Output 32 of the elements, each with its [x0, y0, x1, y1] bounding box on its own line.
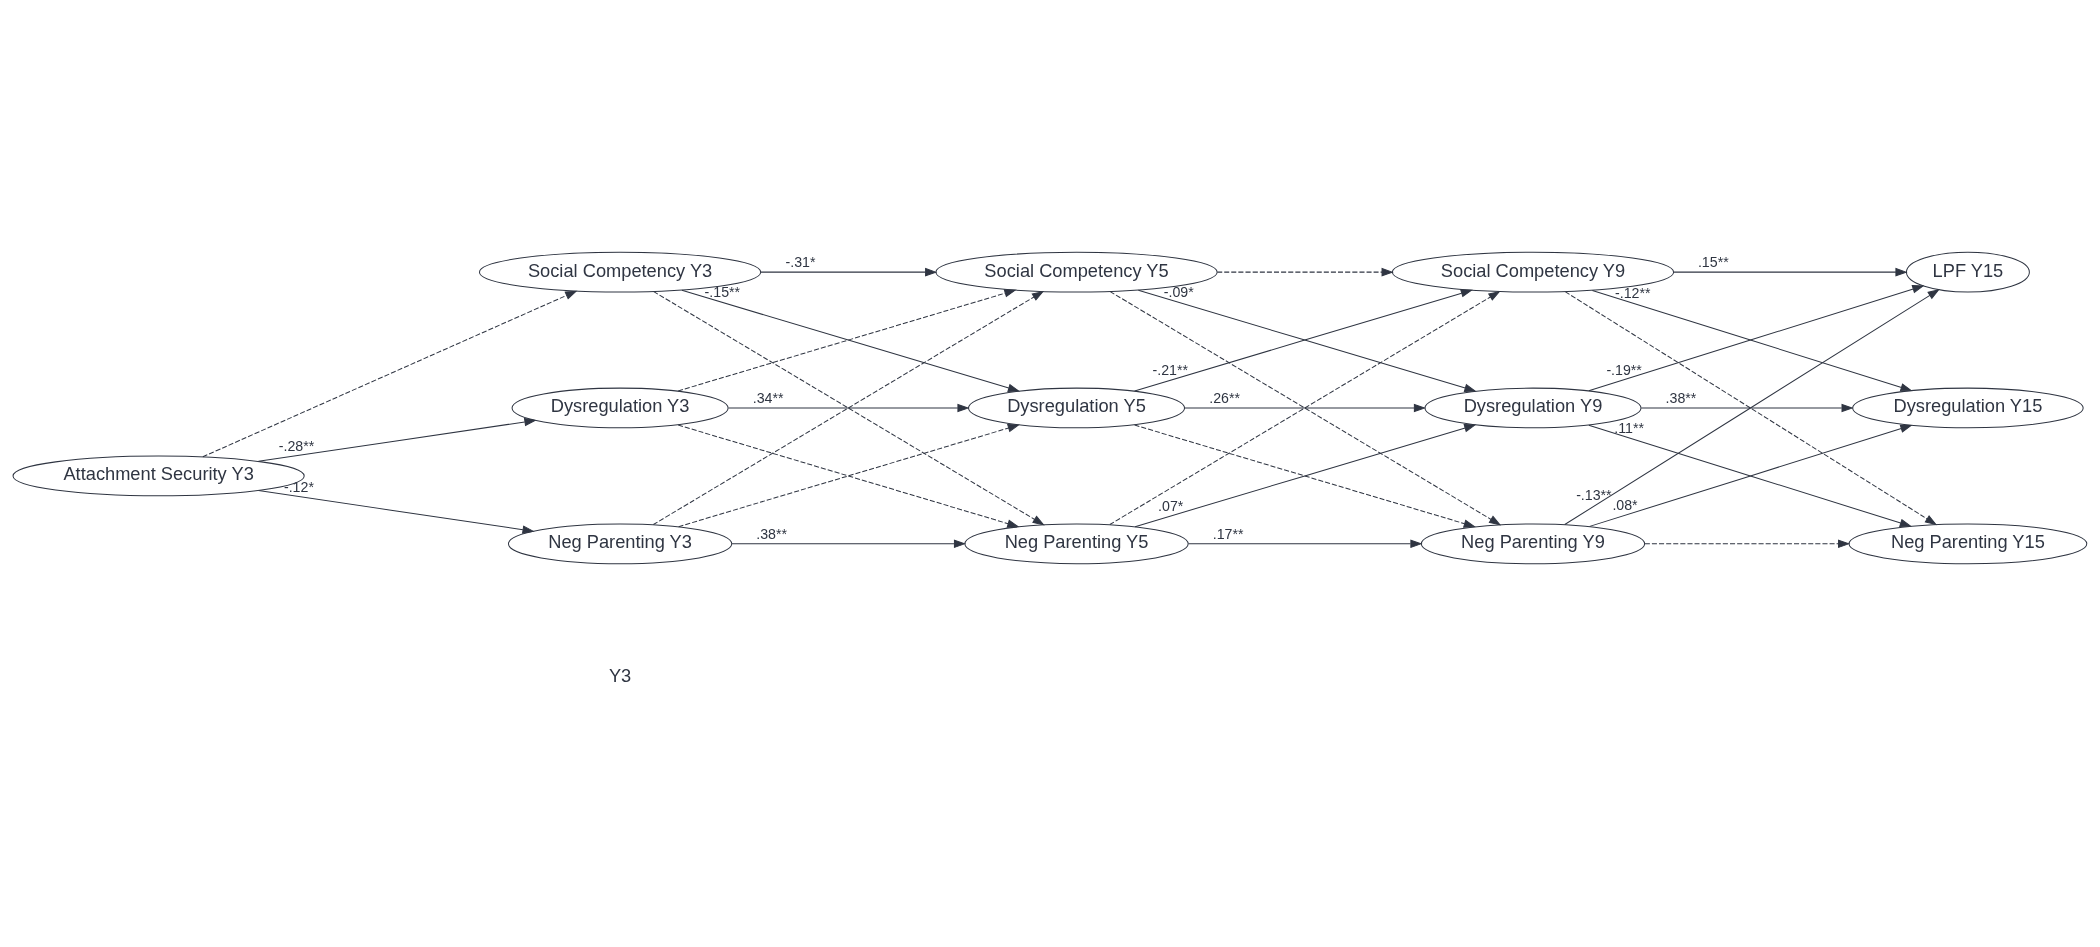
- edge-label: -.21**: [1152, 361, 1188, 378]
- arrow: [1644, 539, 1851, 548]
- node-ellipse: Neg Parenting Y15: [1848, 523, 2088, 564]
- arrow: [1187, 539, 1423, 548]
- edge-label: .38**: [756, 525, 788, 542]
- edge-label: .08*: [1612, 496, 1638, 513]
- arrow: [1184, 403, 1427, 412]
- node-ellipse: Neg Parenting Y5: [964, 523, 1189, 564]
- arrow: [1216, 267, 1394, 276]
- arrow: [731, 539, 967, 548]
- edge-label: .34**: [752, 389, 784, 406]
- node-ellipse: Dysregulation Y5: [968, 387, 1186, 428]
- arrow: [1640, 403, 1854, 412]
- arrow: [728, 403, 970, 412]
- arrow: [202, 290, 578, 457]
- label: Y3: [608, 664, 632, 686]
- node-ellipse: Neg Parenting Y9: [1420, 523, 1646, 564]
- edge-label: -.31*: [785, 253, 816, 270]
- arrow: [257, 417, 537, 462]
- edge-label: -.12*: [283, 478, 314, 495]
- edge-label: .07*: [1158, 497, 1184, 514]
- edge-label: -.28**: [278, 437, 315, 454]
- arrow: [1673, 267, 1908, 276]
- edge-label: .38**: [1665, 389, 1697, 406]
- arrow: [760, 267, 938, 276]
- edge-label: .26**: [1209, 389, 1240, 406]
- edge-label: -.13**: [1576, 486, 1612, 503]
- arrow: [257, 489, 535, 534]
- edge-label: -.19**: [1606, 361, 1642, 378]
- node-ellipse: Dysregulation Y15: [1852, 387, 2084, 428]
- edge-label: .17**: [1212, 525, 1244, 542]
- edge-label: .15**: [1697, 253, 1729, 270]
